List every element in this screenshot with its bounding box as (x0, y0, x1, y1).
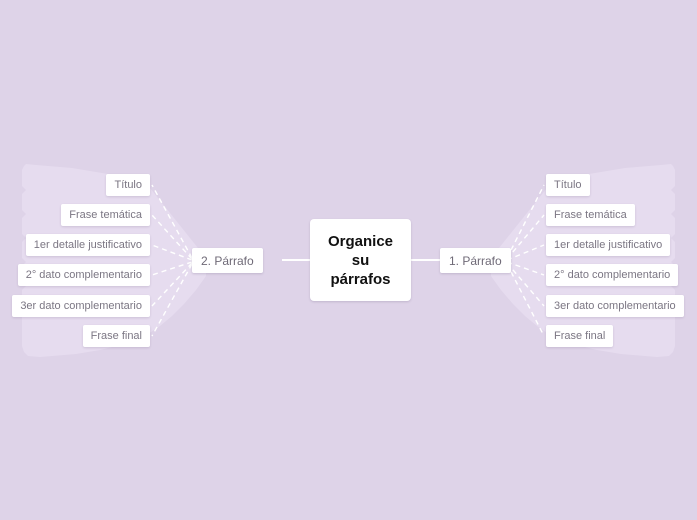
central-topic-node[interactable]: Organice su párrafos (310, 219, 411, 301)
leaf-node-left-frase-tematica[interactable]: Frase temática (61, 204, 150, 226)
leaf-node-right-dato-complementario-3[interactable]: 3er dato complementario (546, 295, 684, 317)
branch-node-parrafo-2[interactable]: 2. Párrafo (192, 248, 263, 273)
leaf-node-left-detalle-justificativo[interactable]: 1er detalle justificativo (25, 234, 150, 256)
leaf-node-left-dato-complementario-3[interactable]: 3er dato complementario (12, 295, 150, 317)
leaf-node-right-frase-final[interactable]: Frase final (546, 325, 614, 347)
leaf-node-left-frase-final[interactable]: Frase final (82, 325, 150, 347)
leaf-node-right-titulo[interactable]: Título (546, 174, 590, 196)
leaf-node-right-detalle-justificativo[interactable]: 1er detalle justificativo (546, 234, 671, 256)
leaf-node-left-dato-complementario-2[interactable]: 2° dato complementario (17, 264, 150, 286)
central-topic-line-2: su (351, 251, 370, 269)
central-topic-line-1: Organice (327, 232, 394, 250)
leaf-node-right-dato-complementario-2[interactable]: 2° dato complementario (546, 264, 679, 286)
central-topic-line-3: párrafos (330, 270, 391, 288)
leaf-node-left-titulo[interactable]: Título (106, 174, 150, 196)
branch-node-parrafo-1[interactable]: 1. Párrafo (440, 248, 511, 273)
leaf-node-right-frase-tematica[interactable]: Frase temática (546, 204, 635, 226)
